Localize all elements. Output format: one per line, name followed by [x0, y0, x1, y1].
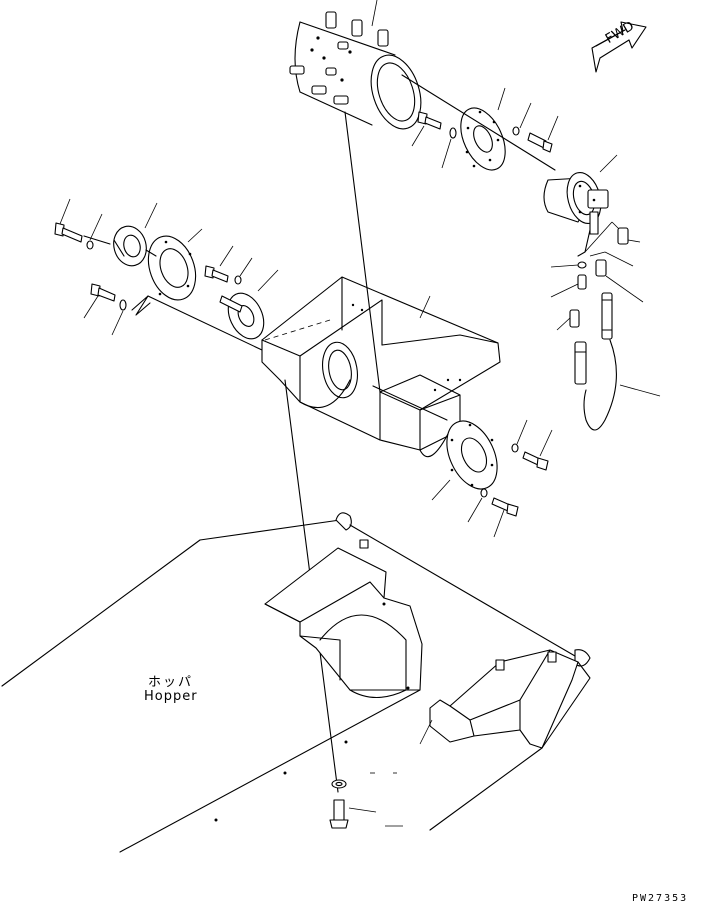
hose-elbow [574, 341, 587, 385]
fitting-1 [617, 227, 629, 245]
washer-bottom [331, 779, 347, 789]
hopper-label-jp: ホッパ [148, 675, 194, 690]
drawing-code: PW27353 [632, 893, 689, 904]
bolt-left-mid [204, 265, 229, 283]
bolt-top-center [417, 111, 442, 130]
shaft-plate-left [219, 292, 265, 340]
hydraulic-motor [543, 171, 609, 235]
center-frame [261, 276, 501, 458]
fitting-3 [577, 274, 587, 290]
bolt-right-mid [522, 451, 549, 471]
bolt-left-top [54, 222, 83, 243]
fitting-4 [569, 309, 580, 328]
right-flange-top [460, 107, 506, 171]
right-flange-mid [446, 420, 498, 490]
left-flange-bearing [147, 235, 197, 301]
fwd-arrow-icon [591, 21, 647, 73]
hopper-label-en: Hopper [144, 689, 198, 704]
hopper [1, 512, 591, 853]
fitting-2 [595, 259, 607, 277]
bolt-right-low [491, 497, 519, 517]
hose-straight [601, 292, 613, 340]
top-drum [289, 11, 422, 130]
bolt-bottom [329, 799, 349, 829]
bolt-top-right [527, 132, 553, 153]
bolt-left-low [90, 283, 116, 302]
bearing-left [113, 225, 147, 267]
